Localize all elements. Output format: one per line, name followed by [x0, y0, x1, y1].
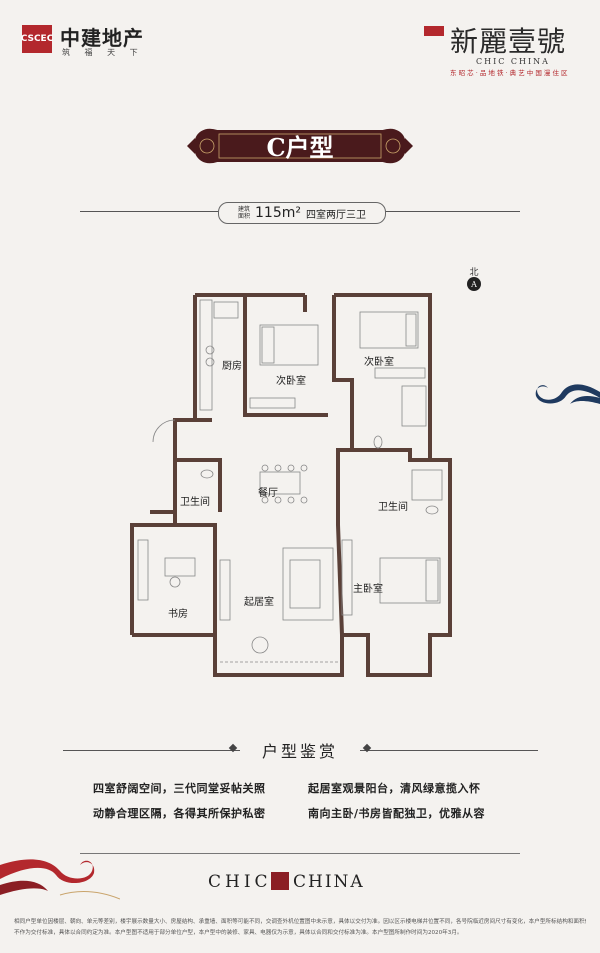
unit-type-label: C户型: [266, 133, 334, 162]
room-study: 书房: [168, 609, 188, 620]
disclaimer-line-2: 不作为交付标准，具体以合同约定为准。本户型图不适用于部分单位户型，本户型中的装修…: [14, 930, 463, 936]
footer-brand-left: CHIC: [208, 872, 272, 892]
room-bedroom-2a: 次卧室: [276, 376, 306, 387]
unit-layout: 四室两厅三卫: [305, 209, 366, 221]
brand-tag-icon: [424, 26, 444, 36]
brand-english: CHIC CHINA: [476, 57, 550, 66]
room-bedroom-2b: 次卧室: [364, 357, 394, 368]
footer-seal-icon: [271, 872, 289, 890]
appreciation-title: 户型鉴赏: [240, 738, 360, 762]
cloud-ornament-bottom-icon: [0, 859, 120, 900]
feature-4: 南向主卧/书房皆配独卫，优雅从容: [308, 807, 486, 820]
room-living: 起居室: [244, 597, 274, 608]
disclaimer-line-1: 相同户型单位因楼层、朝向、单元等差别，楼宇展示数量大小、房屋结构、承重墙、面积等…: [14, 919, 586, 925]
room-master: 主卧室: [353, 584, 383, 595]
room-bath-right: 卫生间: [378, 502, 408, 513]
unit-area: 115m²: [255, 205, 301, 221]
unit-info: 建筑面积 115m² 四室两厅三卫: [218, 202, 386, 224]
north-arrow-icon: A: [467, 277, 481, 291]
footer-brand-right: CHINA: [293, 872, 365, 892]
room-bath-left: 卫生间: [180, 497, 210, 508]
feature-1: 四室舒阔空间，三代同堂妥帖关照: [93, 782, 266, 795]
developer-slogan: 筑 福 天 下: [62, 48, 144, 57]
feature-3: 动静合理区隔，各得其所保护私密: [93, 807, 266, 820]
compass-label: 北: [469, 268, 479, 278]
floor-plan: [130, 293, 452, 677]
unit-type-banner: [187, 128, 413, 164]
room-kitchen: 厨房: [222, 361, 242, 372]
cloud-ornament-icon: [535, 384, 600, 404]
room-dining: 餐厅: [258, 488, 278, 499]
developer-name: 中建地产: [60, 26, 144, 50]
brand-title: 新麗壹號: [450, 25, 567, 58]
footer-divider: [80, 853, 520, 854]
area-label: 建筑面积: [238, 206, 251, 220]
feature-2: 起居室观景阳台，清风绿意揽入怀: [308, 782, 481, 795]
developer-logo: CSCEC: [21, 25, 53, 53]
brand-subtitle: 东 昭 芯 · 品 地 铁 · 典 艺 中 国 漫 住 区: [450, 69, 568, 77]
